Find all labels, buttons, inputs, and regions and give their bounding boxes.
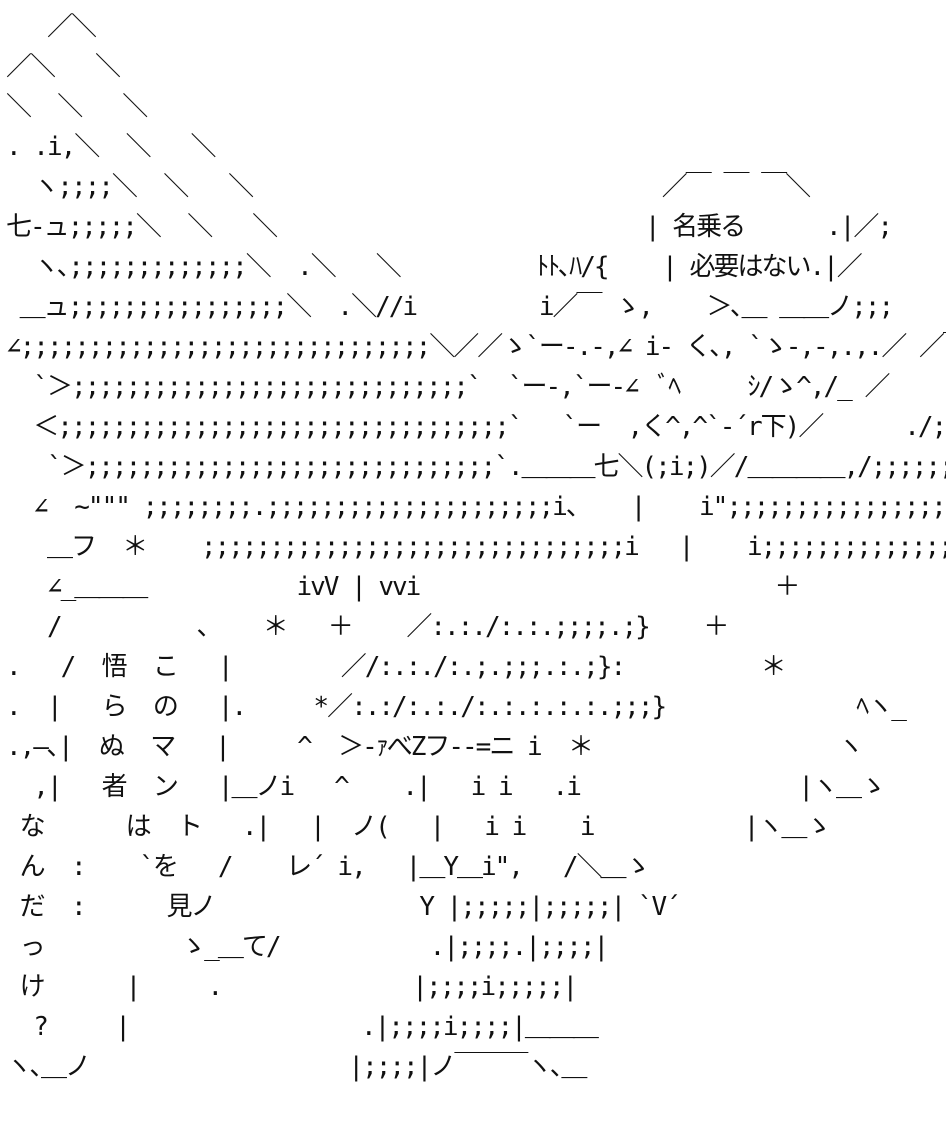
art-line: ん : `を / レ´ i, |＿Y＿i", /＼＿ゝ [6, 852, 651, 882]
art-line: ／＼ [6, 12, 97, 42]
art-line: ? | .|;;;;i;;;;|＿＿＿ [6, 1012, 599, 1042]
art-line: ,| 者 ン |＿ノi ^ .| i i .i |ヽ＿ゝ [6, 772, 886, 802]
art-line: っ ゝ_＿て/ .|;;;;.|;;;;| [6, 932, 610, 962]
art-line: .,—､| ぬ マ | ^ ＞-ｧべZフ--=ニ i ＊ ヽ [6, 732, 864, 762]
art-line: ヽ;;;;＼ ＼ ＼ ／￣ ￣ ￣＼ [6, 172, 811, 202]
art-line: け | . |;;;;i;;;;;| [6, 972, 579, 1002]
art-line: な は ト .| | ノ( | i i i |ヽ＿ゝ [6, 812, 832, 842]
art-line: `＞;;;;;;;;;;;;;;;;;;;;;;;;;;;;;;`.＿＿＿七＼(… [6, 452, 946, 482]
art-line: ∠ ~""" ;;;;;;;;.;;;;;;;;;;;;;;;;;;;;;i、 … [33, 492, 946, 522]
art-line: . | ら の |. *／:.:/:.:./:.:.:.:.:.;;;} ﾍヽ_ [6, 692, 907, 722]
art-line: ＜;;;;;;;;;;;;;;;;;;;;;;;;;;;;;;;;;` `ー ,… [6, 412, 946, 442]
art-line: ∠;;;;;;;;;;;;;;;;;;;;;;;;;;;;;;＼／／ゝ`ー-.-… [6, 332, 946, 362]
art-line: . / 悟 こ | ／/:.:./:.;.;;;.:.;}: ＊ [6, 652, 787, 682]
art-line: 七-ュ;;;;;＼ ＼ ＼ | 名乗る .|／; [6, 212, 893, 242]
art-line: だ : 見ノ Y |;;;;;|;;;;;| `V´ [6, 892, 681, 922]
art-line: `＞;;;;;;;;;;;;;;;;;;;;;;;;;;;;;` `ー-,`ー-… [33, 372, 890, 402]
art-line: / ､ ＊ ＋ ／:.:./:.:.;;;;.;} ＋ [6, 612, 729, 642]
art-line: ＼ ＼ ＼ [6, 92, 148, 122]
art-line: ヽ､＿ノ |;;;;|ノ￣￣￣ヽ､＿ [6, 1052, 587, 1082]
art-line: . .i,＼ ＼ ＼ [6, 132, 217, 162]
art-line: ／＼ ＼ [6, 52, 121, 82]
art-line: ＿ュ;;;;;;;;;;;;;;;;＼ .＼//i i／￣ ゝ, ＞､＿ ＿＿ノ… [6, 292, 894, 322]
art-line: ヽ､;;;;;;;;;;;;;＼ .＼ ＼ ﾄﾄ､ﾊ/{ | 必要はない.|／ [6, 252, 862, 282]
art-line: ∠_＿＿＿ ivV | vvi ＋ [6, 572, 800, 602]
art-line: ＿フ ＊ ;;;;;;;;;;;;;;;;;;;;;;;;;;;;;;;i | … [46, 532, 946, 562]
